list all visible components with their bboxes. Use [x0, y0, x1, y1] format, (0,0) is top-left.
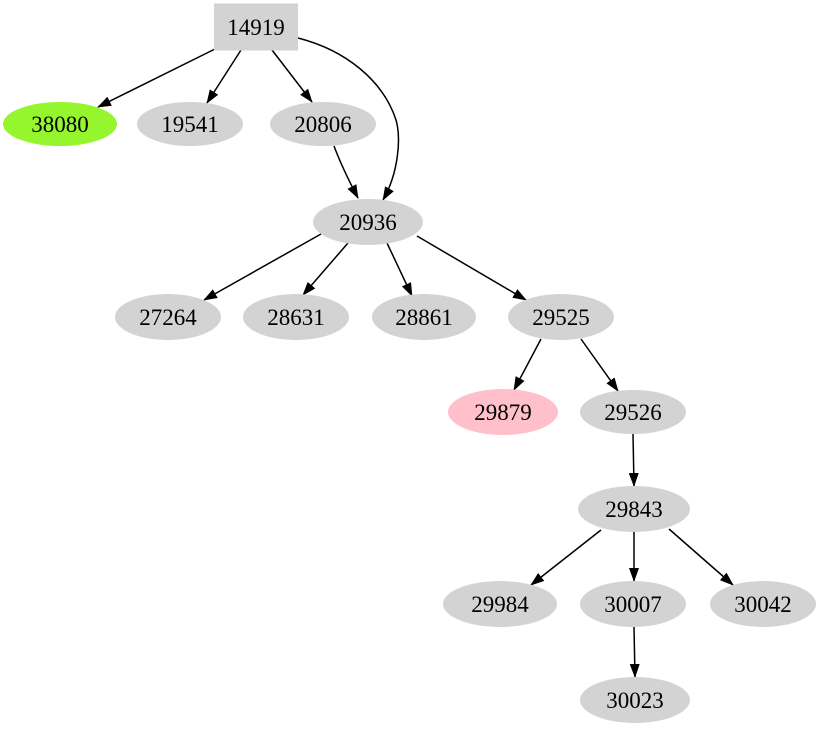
node-label: 38080 — [31, 112, 89, 137]
node-28861: 28861 — [372, 294, 476, 340]
node-ellipse-shape — [580, 390, 686, 434]
edge-29843-29984 — [530, 529, 602, 586]
node-ellipse-shape — [372, 294, 476, 340]
edge-20806-20936 — [333, 145, 359, 199]
edge-14919-20806 — [271, 49, 313, 103]
node-ellipse-shape — [443, 581, 557, 627]
edge-layer — [97, 37, 734, 678]
node-38080: 38080 — [3, 102, 117, 146]
node-30042: 30042 — [710, 581, 816, 627]
node-label: 30023 — [606, 688, 664, 713]
node-ellipse-shape — [137, 102, 243, 146]
node-ellipse-shape — [508, 294, 614, 340]
edge-29525-29879 — [513, 338, 542, 391]
node-30023: 30023 — [580, 677, 690, 723]
edge-14919-20936 — [297, 37, 400, 201]
node-layer: 14919 38080 19541 20806 20936 27264 28631 28861… — [3, 3, 816, 723]
node-ellipse-shape — [115, 294, 221, 340]
node-19541: 19541 — [137, 102, 243, 146]
node-ellipse-shape — [270, 102, 376, 146]
node-29525: 29525 — [508, 294, 614, 340]
edge-14919-19541 — [206, 49, 242, 104]
edge-29526-29843 — [628, 433, 639, 487]
node-label: 28631 — [267, 305, 325, 330]
edge-20936-29525 — [416, 235, 527, 301]
node-ellipse-shape — [3, 102, 117, 146]
edge-29843-30042 — [668, 528, 734, 586]
node-label: 28861 — [395, 305, 453, 330]
node-20806: 20806 — [270, 102, 376, 146]
node-label: 27264 — [139, 305, 197, 330]
node-label: 20936 — [339, 210, 397, 235]
edge-20936-28631 — [302, 242, 349, 296]
node-29526: 29526 — [580, 390, 686, 434]
node-label: 30007 — [604, 592, 662, 617]
node-ellipse-shape — [580, 677, 690, 723]
edge-29525-29526 — [580, 338, 619, 392]
node-label: 29525 — [532, 305, 590, 330]
node-20936: 20936 — [313, 199, 423, 245]
node-label: 29879 — [474, 400, 532, 425]
node-ellipse-shape — [313, 199, 423, 245]
node-ellipse-shape — [710, 581, 816, 627]
node-box-shape — [214, 3, 298, 51]
node-ellipse-shape — [243, 294, 349, 340]
node-ellipse-shape — [578, 486, 690, 532]
node-label: 14919 — [227, 15, 285, 40]
edge-30007-30023 — [629, 626, 640, 678]
node-27264: 27264 — [115, 294, 221, 340]
edge-14919-38080 — [97, 48, 216, 108]
node-label: 19541 — [161, 112, 219, 137]
node-label: 29843 — [605, 497, 663, 522]
node-label: 29526 — [604, 400, 662, 425]
node-29879: 29879 — [448, 389, 558, 435]
node-label: 20806 — [294, 112, 352, 137]
node-30007: 30007 — [580, 581, 686, 627]
node-ellipse-shape — [448, 389, 558, 435]
node-28631: 28631 — [243, 294, 349, 340]
node-29984: 29984 — [443, 581, 557, 627]
edge-20936-27264 — [203, 233, 322, 301]
node-ellipse-shape — [580, 581, 686, 627]
node-label: 30042 — [734, 592, 792, 617]
edge-20936-28861 — [386, 242, 413, 297]
node-29843: 29843 — [578, 486, 690, 532]
node-14919: 14919 — [214, 3, 298, 51]
node-label: 29984 — [471, 592, 529, 617]
